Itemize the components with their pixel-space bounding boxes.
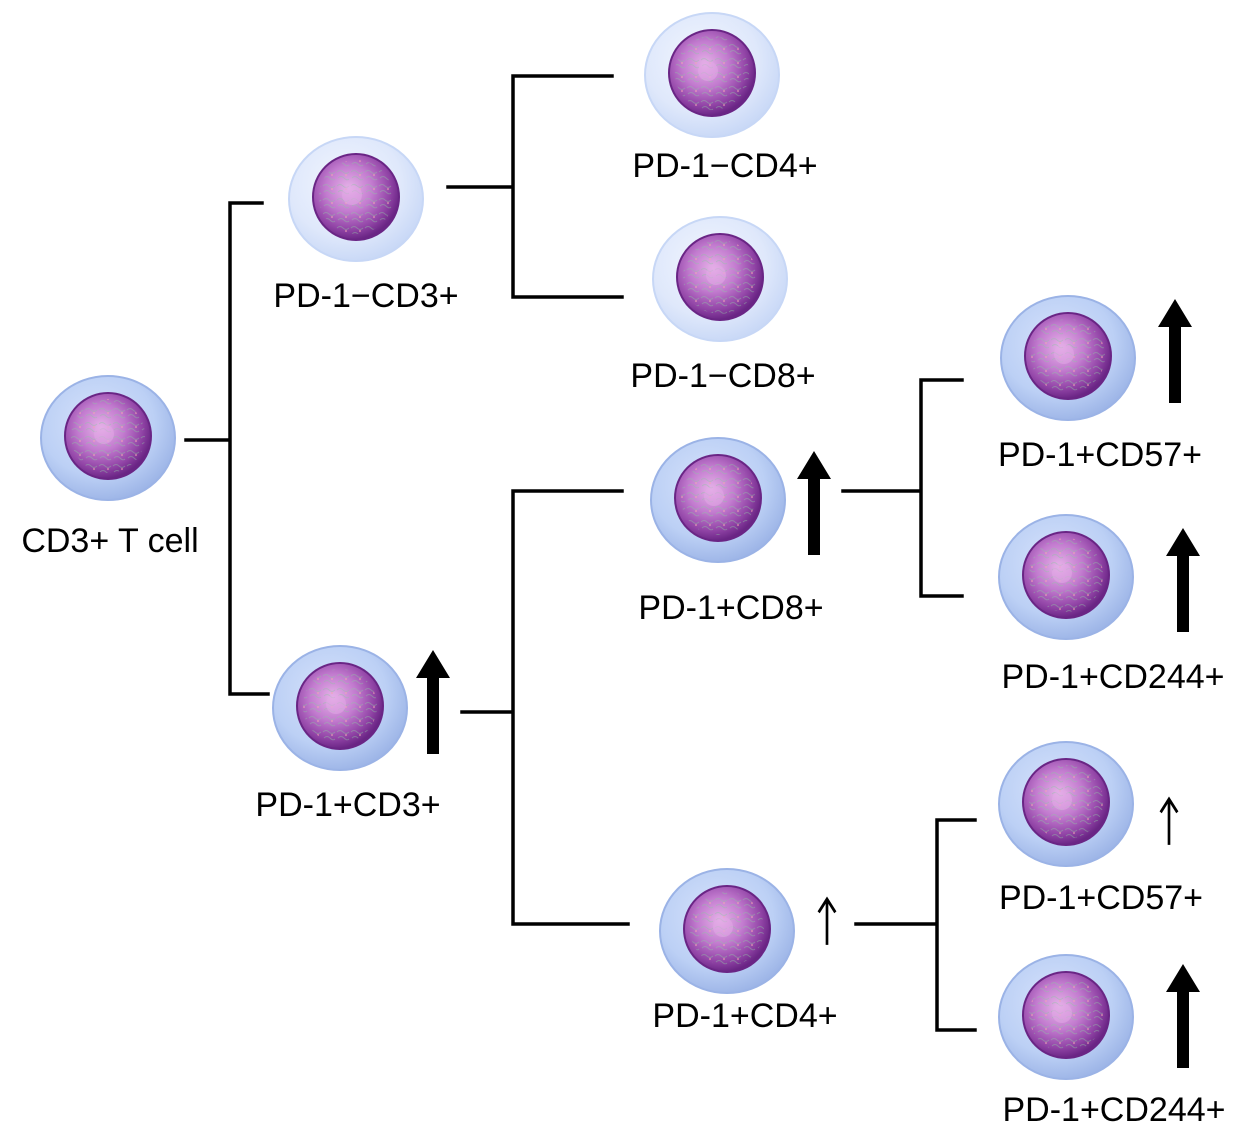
connector-pd1pos-cd4 xyxy=(854,818,977,1032)
up-arrow-icon xyxy=(817,896,837,945)
connector-lines xyxy=(184,74,977,1032)
connector-root xyxy=(184,201,270,696)
cell-node-pd1pos-cd8-cd57: PD-1+CD57+ xyxy=(998,295,1202,474)
cell-node-pd1pos-cd4: PD-1+CD4+ xyxy=(652,868,838,1035)
cell-label-pd1pos-cd8: PD-1+CD8+ xyxy=(638,589,823,627)
up-arrow-icon xyxy=(1166,964,1200,1068)
lymphocyte-cell-icon xyxy=(288,136,424,262)
cell-node-pd1neg-cd4: PD-1−CD4+ xyxy=(632,12,818,185)
lymphocyte-cell-icon xyxy=(998,514,1134,640)
up-arrow-icon xyxy=(1158,299,1192,403)
cell-label-pd1neg-cd4: PD-1−CD4+ xyxy=(632,147,817,185)
connector-pd1pos-cd8 xyxy=(841,378,964,598)
cell-node-pd1pos-cd4-cd244: PD-1+CD244+ xyxy=(998,954,1226,1129)
cell-node-pd1pos-cd4-cd57: PD-1+CD57+ xyxy=(998,741,1203,917)
lymphocyte-cell-icon xyxy=(659,868,795,994)
connector-pd1pos-cd3 xyxy=(460,489,630,926)
cell-nodes: CD3+ T cell PD-1−CD3+ PD-1−CD4+ PD-1−CD8+ PD… xyxy=(21,12,1226,1129)
cell-label-pd1pos-cd8-cd244: PD-1+CD244+ xyxy=(1001,658,1224,696)
cell-node-root: CD3+ T cell xyxy=(21,375,199,560)
lymphocyte-cell-icon xyxy=(652,216,788,342)
cell-label-pd1pos-cd3: PD-1+CD3+ xyxy=(255,786,440,824)
lymphocyte-cell-icon xyxy=(998,741,1134,867)
up-arrow-icon xyxy=(1166,528,1200,632)
cell-label-pd1pos-cd4-cd57: PD-1+CD57+ xyxy=(999,879,1203,917)
lymphocyte-cell-icon xyxy=(40,375,176,501)
cell-node-pd1neg-cd3: PD-1−CD3+ xyxy=(273,136,459,315)
connector-pd1neg-cd3 xyxy=(446,74,624,299)
cell-label-pd1neg-cd8: PD-1−CD8+ xyxy=(630,357,815,395)
cell-label-pd1pos-cd4-cd244: PD-1+CD244+ xyxy=(1002,1091,1225,1129)
lymphocyte-cell-icon xyxy=(644,12,780,138)
cell-node-pd1neg-cd8: PD-1−CD8+ xyxy=(630,216,816,395)
cell-label-pd1pos-cd4: PD-1+CD4+ xyxy=(652,997,837,1035)
cell-node-pd1pos-cd8-cd244: PD-1+CD244+ xyxy=(998,514,1225,696)
up-arrow-icon xyxy=(416,650,450,754)
cell-node-pd1pos-cd8: PD-1+CD8+ xyxy=(638,437,831,627)
lymphocyte-cell-icon xyxy=(650,437,786,563)
cell-label-root: CD3+ T cell xyxy=(21,522,198,560)
cell-label-pd1neg-cd3: PD-1−CD3+ xyxy=(273,277,458,315)
cell-label-pd1pos-cd8-cd57: PD-1+CD57+ xyxy=(998,436,1202,474)
up-arrow-icon xyxy=(1159,796,1179,845)
up-arrow-icon xyxy=(797,451,831,555)
lymphocyte-cell-icon xyxy=(1000,295,1136,421)
lymphocyte-cell-icon xyxy=(272,645,408,771)
cell-node-pd1pos-cd3: PD-1+CD3+ xyxy=(255,645,450,824)
lymphocyte-cell-icon xyxy=(998,954,1134,1080)
